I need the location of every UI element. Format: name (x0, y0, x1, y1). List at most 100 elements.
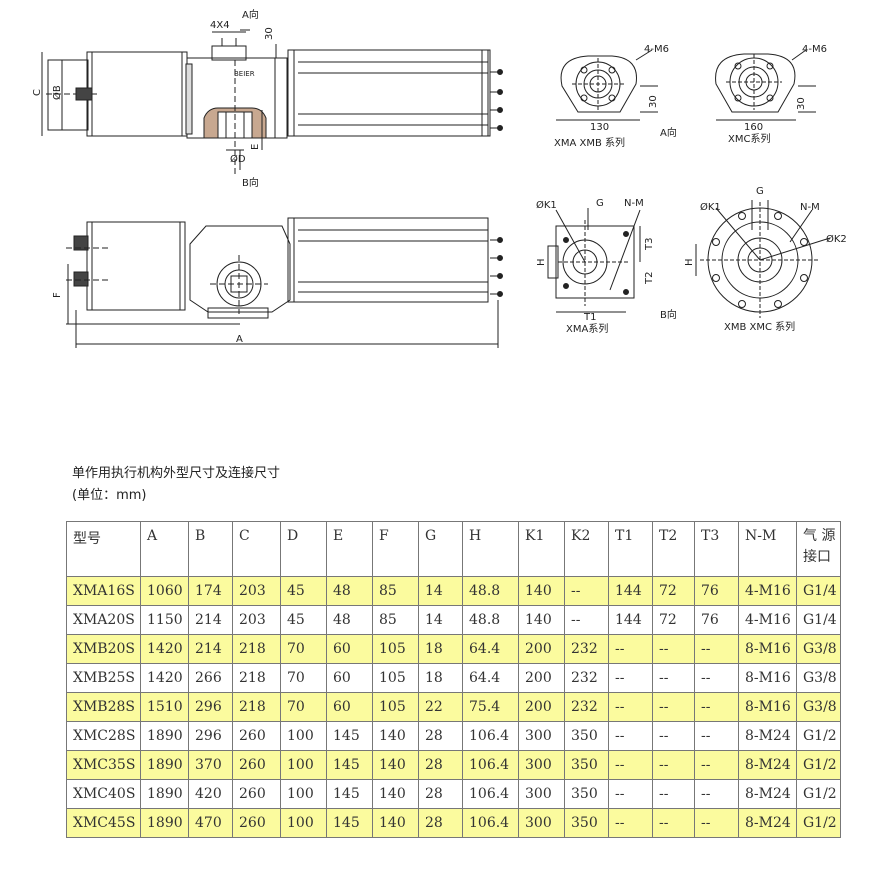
table-cell: 4-M16 (738, 605, 797, 635)
table-cell: G3/8 (796, 663, 841, 693)
bottom-view-xma (547, 208, 641, 313)
table-cell: 70 (280, 692, 327, 722)
table-cell: 1420 (140, 663, 189, 693)
table-cell: 8-M16 (738, 634, 797, 664)
label-4m6-xmc: 4-M6 (802, 44, 827, 55)
table-cell: -- (608, 634, 653, 664)
dimension-labels: 4X4 A向 30 C ØB ØD E B向 BEIER F A 4-M6 13… (32, 8, 847, 345)
label-xma-series: XMA系列 (566, 322, 608, 335)
flange-view-xmc (715, 49, 816, 121)
table-cell: G1/2 (796, 808, 841, 838)
table-cell: 76 (694, 576, 739, 606)
table-cell: 22 (418, 692, 463, 722)
model-cell: XMB28S (66, 692, 141, 722)
label-c: C (32, 89, 43, 96)
label-nm-xma: N-M (624, 198, 644, 209)
label-a-direction-2: A向 (660, 126, 677, 139)
table-cell: 28 (418, 721, 463, 751)
table-cell: G3/8 (796, 692, 841, 722)
table-cell: 1890 (140, 808, 189, 838)
label-h-xma: H (536, 258, 547, 266)
table-cell: 48.8 (462, 605, 519, 635)
label-t2: T2 (644, 272, 655, 285)
table-cell: 105 (372, 692, 419, 722)
table-cell: 106.4 (462, 721, 519, 751)
model-cell: XMB20S (66, 634, 141, 664)
label-30-xmc: 30 (796, 97, 807, 110)
table-cell: 260 (232, 750, 281, 780)
model-cell: XMC28S (66, 721, 141, 751)
table-cell: -- (652, 808, 695, 838)
table-cell: 72 (652, 605, 695, 635)
top-view (41, 29, 503, 175)
column-header: T2 (652, 521, 695, 577)
column-header: 型号 (66, 521, 141, 577)
label-g-xma: G (596, 198, 604, 209)
label-b-direction-2: B向 (660, 308, 677, 321)
table-cell: 1060 (140, 576, 189, 606)
label-160: 160 (744, 122, 763, 133)
table-cell: 350 (564, 779, 609, 809)
label-k1-xmc: ØK1 (700, 201, 721, 213)
table-cell: -- (652, 779, 695, 809)
table-cell: 28 (418, 808, 463, 838)
table-cell: -- (652, 750, 695, 780)
model-cell: XMC40S (66, 779, 141, 809)
table-cell: 8-M16 (738, 692, 797, 722)
label-b: ØB (51, 85, 63, 100)
table-cell: 1890 (140, 750, 189, 780)
table-cell: -- (608, 779, 653, 809)
table-cell: 105 (372, 634, 419, 664)
label-t3: T3 (644, 238, 655, 251)
column-header: T1 (608, 521, 653, 577)
model-cell: XMB25S (66, 663, 141, 693)
label-k1-xma: ØK1 (536, 199, 557, 211)
table-cell: 64.4 (462, 663, 519, 693)
label-f: F (52, 292, 63, 298)
table-cell: 76 (694, 605, 739, 635)
table-cell: 140 (372, 779, 419, 809)
table-cell: 100 (280, 779, 327, 809)
table-cell: 48.8 (462, 576, 519, 606)
table-cell: 60 (326, 692, 373, 722)
table-cell: 370 (188, 750, 233, 780)
table-cell: 106.4 (462, 750, 519, 780)
table-cell: 106.4 (462, 779, 519, 809)
label-30-xmab: 30 (648, 95, 659, 108)
table-cell: 28 (418, 779, 463, 809)
table-cell: 144 (608, 605, 653, 635)
table-cell: -- (694, 721, 739, 751)
table-cell: 105 (372, 663, 419, 693)
table-cell: 300 (518, 721, 565, 751)
table-cell: 60 (326, 634, 373, 664)
flange-view-xma-xmb (556, 49, 658, 121)
table-cell: 60 (326, 663, 373, 693)
table-cell: 85 (372, 605, 419, 635)
label-b-direction: B向 (242, 176, 259, 189)
label-4m6-xmab: 4-M6 (644, 44, 669, 55)
table-cell: G1/4 (796, 576, 841, 606)
table-cell: 232 (564, 663, 609, 693)
label-nm-xmc: N-M (800, 202, 820, 213)
label-xma-xmb-series: XMA XMB 系列 (554, 136, 625, 149)
table-cell: G3/8 (796, 634, 841, 664)
label-a-direction: A向 (242, 8, 259, 21)
table-cell: 14 (418, 576, 463, 606)
table-cell: -- (608, 663, 653, 693)
table-cell: -- (694, 779, 739, 809)
table-cell: -- (608, 808, 653, 838)
table-cell: 420 (188, 779, 233, 809)
table-cell: 75.4 (462, 692, 519, 722)
label-t1: T1 (583, 312, 596, 323)
table-cell: 1890 (140, 779, 189, 809)
label-30-top: 30 (264, 27, 275, 40)
table-cell: -- (564, 605, 609, 635)
column-header: B (188, 521, 233, 577)
column-header: G (418, 521, 463, 577)
table-cell: 85 (372, 576, 419, 606)
